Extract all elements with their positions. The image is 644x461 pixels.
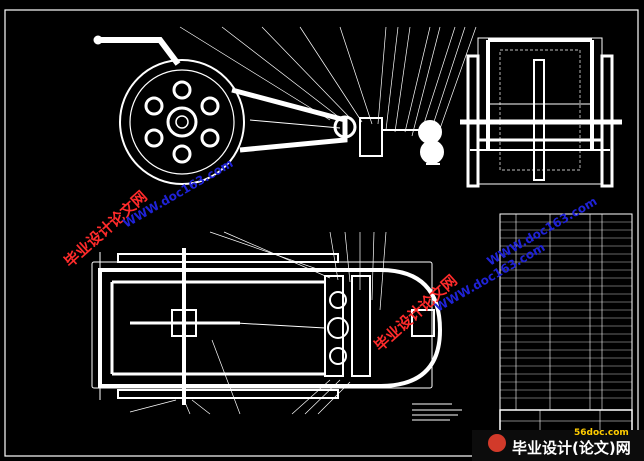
frame-arm (231, 87, 348, 153)
spoke-hole (144, 96, 164, 116)
belt-line (235, 322, 326, 329)
gear-top (329, 291, 347, 309)
frame-line (249, 119, 341, 129)
watermark-cn: 毕业设计论文网 (371, 271, 461, 355)
wheel-inner (129, 69, 235, 175)
front-view (460, 37, 622, 188)
watermark-url: WWW.doc163.com (485, 194, 600, 268)
plan-frame (98, 268, 443, 388)
spoke-hole (172, 80, 192, 100)
front-hidden (499, 49, 581, 171)
parts-list-rows (500, 221, 632, 399)
center-column (533, 59, 545, 181)
watermark-group-2: 毕业设计论文网 WWW.doc163.com (371, 240, 548, 355)
motor-pulley (418, 120, 442, 144)
watermark-group-3: WWW.doc163.com (485, 194, 600, 268)
leader-lines-top (179, 26, 477, 141)
bottom-rail (117, 389, 339, 399)
top-rail (117, 253, 339, 263)
circle-logo-icon (488, 434, 506, 452)
gear-housing-right (351, 275, 371, 377)
front-uprights (486, 40, 594, 150)
leader-lines-bottom (129, 231, 387, 415)
spoke-hole (200, 128, 220, 148)
motor (420, 140, 444, 164)
watermark-cn: 毕业设计论文网 (61, 187, 151, 271)
spoke-hole (172, 144, 192, 164)
gearbox (359, 117, 383, 157)
technical-notes (412, 403, 462, 421)
spoke-hole (144, 128, 164, 148)
handle-grip (93, 35, 103, 45)
plan-inner-frame (110, 280, 325, 376)
site-logo-url: 56doc.com (574, 428, 629, 438)
wheel-outer (119, 59, 245, 185)
site-logo-text: 毕业设计(论文)网 (512, 439, 631, 457)
motor-plan (411, 309, 435, 337)
gear-center (327, 317, 349, 339)
drawing-frame (4, 9, 639, 457)
handle-bar (96, 37, 181, 66)
spoke-hole (200, 96, 220, 116)
plan-view (91, 248, 443, 405)
pivot-wheel (333, 115, 357, 139)
gear-housing-left (324, 275, 344, 377)
side-view (93, 35, 444, 185)
gear-bottom (329, 347, 347, 365)
wheel-axle (175, 115, 189, 129)
wheel-hub (166, 106, 198, 138)
